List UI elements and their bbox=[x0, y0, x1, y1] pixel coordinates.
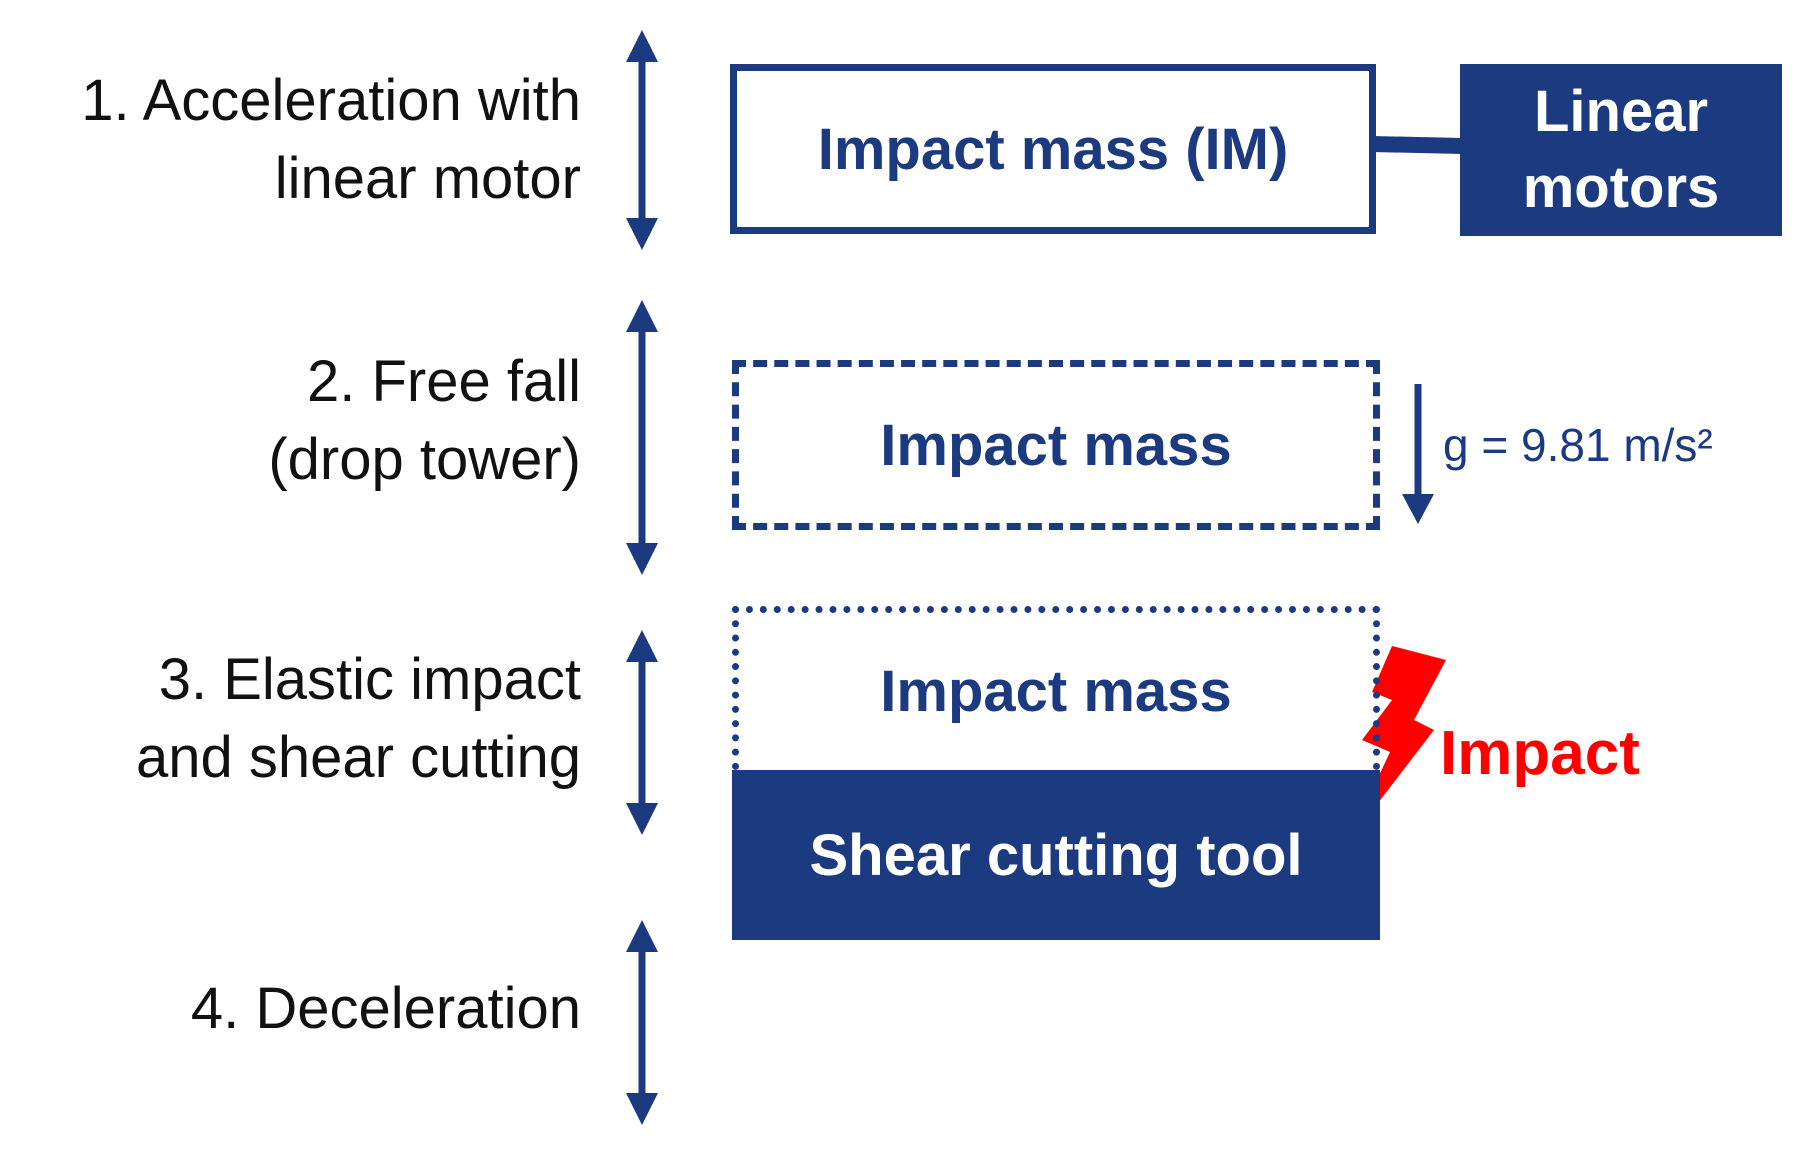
impact-mass-elastic-box: Impact mass bbox=[732, 606, 1380, 770]
stage-3-line-1: 3. Elastic impact bbox=[158, 647, 581, 712]
impact-mass-im-box: Impact mass (IM) bbox=[730, 64, 1376, 234]
impact-label: Impact bbox=[1440, 719, 1640, 788]
impact-mass-im-label: Impact mass (IM) bbox=[817, 116, 1289, 182]
stage-2-line-1: 2. Free fall bbox=[307, 349, 581, 414]
stage-1-double-arrow-icon bbox=[626, 30, 658, 250]
stage-4-label: 4. Deceleration bbox=[0, 970, 581, 1048]
stage-3-label: 3. Elastic impact and shear cutting bbox=[0, 641, 581, 797]
linear-motors-line-1: Linear bbox=[1533, 79, 1709, 144]
linear-motors-box: Linear motors bbox=[1460, 64, 1782, 236]
stage-4-line-1: 4. Deceleration bbox=[190, 976, 581, 1041]
stage-1-line-1: 1. Acceleration with bbox=[81, 68, 581, 133]
motor-connector bbox=[1371, 136, 1463, 154]
stage-1-label: 1. Acceleration with linear motor bbox=[0, 62, 581, 218]
stage-4-double-arrow-icon bbox=[626, 920, 658, 1125]
stage-3-line-2: and shear cutting bbox=[136, 725, 581, 790]
linear-motors-line-2: motors bbox=[1522, 155, 1720, 220]
impact-mass-free-fall-label: Impact mass bbox=[880, 412, 1232, 478]
stage-2-label: 2. Free fall (drop tower) bbox=[0, 343, 581, 499]
stage-2-double-arrow-icon bbox=[626, 300, 658, 575]
stage-2-line-2: (drop tower) bbox=[268, 427, 581, 492]
shear-cutting-tool-box: Shear cutting tool bbox=[732, 770, 1380, 940]
gravity-label: g = 9.81 m/s² bbox=[1443, 419, 1713, 471]
stage-3-double-arrow-icon bbox=[626, 630, 658, 835]
shear-cutting-tool-label: Shear cutting tool bbox=[809, 822, 1303, 888]
impact-mass-free-fall-box: Impact mass bbox=[732, 360, 1380, 530]
gravity-down-arrow-icon bbox=[1402, 384, 1434, 524]
impact-mass-elastic-label: Impact mass bbox=[880, 659, 1232, 724]
stage-1-line-2: linear motor bbox=[274, 146, 581, 211]
